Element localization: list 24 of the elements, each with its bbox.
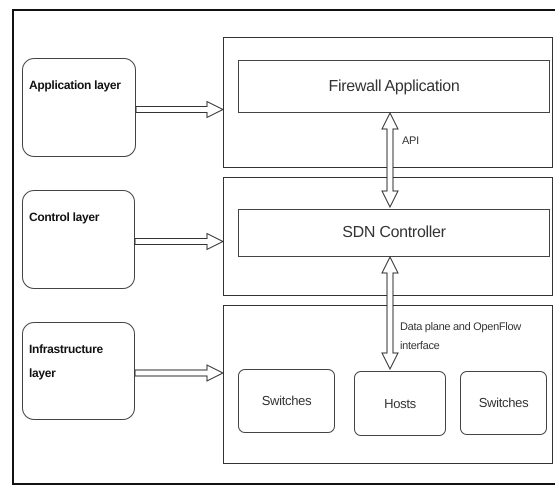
hollow-arrow <box>134 364 224 382</box>
node-label: Application layer <box>29 77 121 94</box>
layer-box <box>22 58 136 157</box>
device-box <box>460 371 547 435</box>
layer-box <box>22 322 135 420</box>
node-label: Firewall Application <box>328 76 460 96</box>
hollow-arrow <box>381 112 399 208</box>
layer-panel <box>223 177 553 296</box>
node-label: Switches <box>478 395 528 411</box>
node-label: Switches <box>262 393 312 409</box>
layer-box <box>22 190 135 289</box>
device-box <box>354 371 446 436</box>
hollow-arrow <box>134 232 224 250</box>
hollow-arrow <box>381 256 399 370</box>
layer-panel <box>223 305 553 464</box>
component-box <box>238 209 550 257</box>
hollow-arrow <box>136 100 224 118</box>
node-label: SDN Controller <box>342 223 446 243</box>
node-label: Hosts <box>384 396 416 412</box>
layer-panel <box>223 37 553 168</box>
node-label: Control layer <box>29 209 100 226</box>
node-label: Infrastructure layer <box>29 341 104 382</box>
component-box <box>238 60 550 113</box>
device-box <box>238 369 335 433</box>
